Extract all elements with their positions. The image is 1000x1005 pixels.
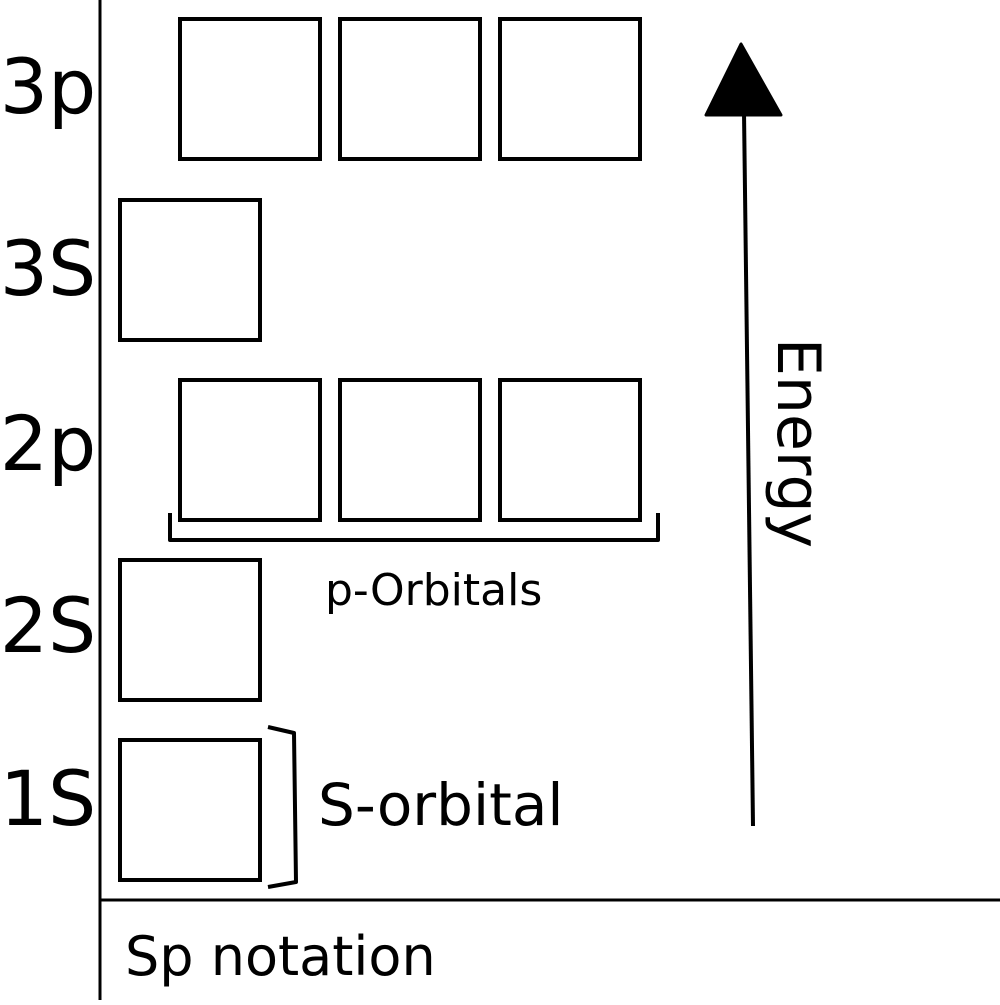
orbital-box bbox=[178, 17, 322, 161]
orbital-box bbox=[118, 198, 262, 342]
level-label-2s: 2S bbox=[0, 581, 96, 670]
energy-arrow-head bbox=[704, 42, 783, 117]
orbital-row-2s bbox=[118, 558, 262, 702]
orbital-box bbox=[178, 378, 322, 522]
level-label-1s: 1S bbox=[0, 754, 96, 843]
notation-label: Sp notation bbox=[125, 925, 436, 988]
level-label-3p: 3p bbox=[0, 42, 96, 131]
orbital-box bbox=[498, 378, 642, 522]
s-orbital-bracket bbox=[267, 725, 298, 889]
energy-arrow-shaft bbox=[742, 111, 755, 827]
orbital-row-2p bbox=[178, 378, 642, 522]
s-orbital-label: S-orbital bbox=[318, 771, 563, 839]
energy-label: Energy bbox=[763, 338, 833, 548]
orbital-row-3s bbox=[118, 198, 262, 342]
orbital-row-3p bbox=[178, 17, 642, 161]
level-label-2p: 2p bbox=[0, 399, 96, 488]
p-orbitals-bracket bbox=[168, 513, 660, 542]
p-orbitals-label: p-Orbitals bbox=[325, 565, 542, 616]
orbital-box bbox=[118, 558, 262, 702]
orbital-box bbox=[338, 378, 482, 522]
orbital-box bbox=[498, 17, 642, 161]
orbital-box bbox=[338, 17, 482, 161]
orbital-box bbox=[118, 738, 262, 882]
level-label-3s: 3S bbox=[0, 224, 96, 313]
orbital-row-1s bbox=[118, 738, 262, 882]
